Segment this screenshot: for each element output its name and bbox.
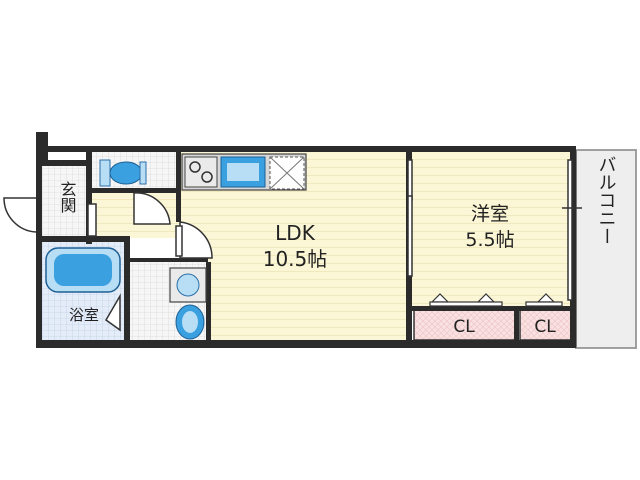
ldk-label: LDK — [275, 221, 316, 245]
kitchen-sink-icon — [220, 156, 266, 188]
balcony-label: バルコニー — [596, 155, 617, 245]
toilet-icon — [99, 159, 147, 187]
cl2-label: CL — [534, 317, 556, 337]
fridge-icon — [269, 156, 305, 190]
genkan-label: 玄関 — [58, 181, 77, 214]
yoshitsu-label: 洋室 — [471, 203, 509, 225]
ldk-size: 10.5帖 — [263, 247, 328, 271]
kitchen-counter — [181, 153, 307, 191]
closet-doors — [429, 293, 563, 307]
washing-machine-icon — [169, 267, 207, 303]
yoshitsu-floor — [412, 152, 572, 310]
doors — [3, 159, 573, 332]
stove-icon — [184, 156, 218, 188]
yokushitsu-label: 浴室 — [69, 306, 99, 324]
yoshitsu-size: 5.5帖 — [465, 229, 514, 251]
genkan-floor — [42, 162, 92, 238]
washbasin-icon — [175, 304, 205, 340]
cl1-label: CL — [453, 317, 475, 337]
bathtub-icon — [45, 247, 121, 293]
